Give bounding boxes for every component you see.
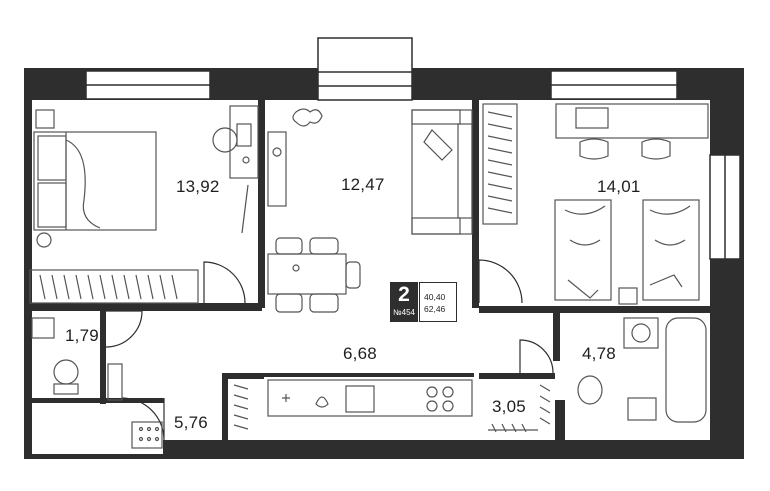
room-area-living-room: 12,47 [341, 175, 385, 194]
interior-walls [26, 100, 710, 459]
living-area-value: 40,40 [424, 292, 446, 302]
doors [105, 259, 554, 441]
room-area-bathroom: 1,79 [65, 326, 99, 345]
exterior-walls [24, 68, 744, 459]
apartment-badge: 2 №454 40,40 62,46 [390, 282, 457, 322]
room-area-bedroom-1: 13,92 [176, 177, 220, 196]
total-area-value: 62,46 [424, 304, 446, 314]
room-area-hall: 6,68 [343, 344, 377, 363]
room-area-bedroom-2: 14,01 [597, 177, 641, 196]
room-count-box: 2 №454 [390, 282, 418, 322]
room-area-storage: 3,05 [492, 397, 526, 416]
area-summary-box: 40,40 62,46 [419, 282, 457, 322]
apartment-number: №454 [393, 308, 415, 317]
room-count: 2 [398, 283, 410, 306]
furniture [29, 103, 709, 449]
windows [85, 37, 741, 260]
room-area-closet: 5,76 [174, 413, 208, 432]
room-area-bathroom-2: 4,78 [582, 344, 616, 363]
